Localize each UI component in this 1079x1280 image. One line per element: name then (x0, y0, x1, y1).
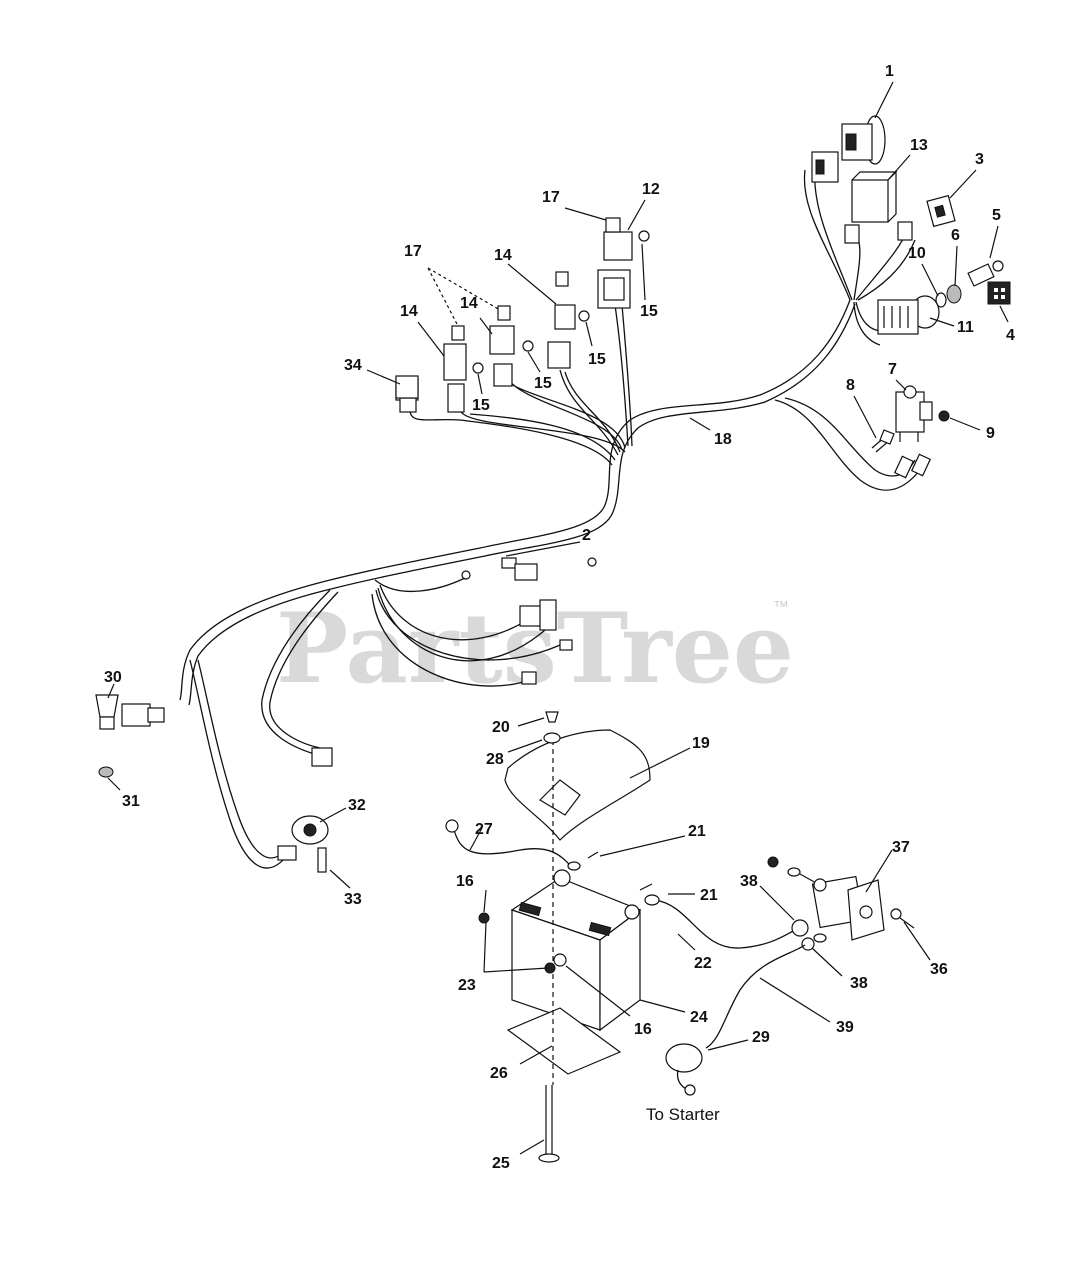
callout-31: 31 (122, 793, 140, 810)
callout-15-upper: 15 (640, 303, 658, 320)
callout-27: 27 (475, 821, 493, 838)
callout-37: 37 (892, 839, 910, 856)
callout-39: 39 (836, 1019, 854, 1036)
callout-36: 36 (930, 961, 948, 978)
callout-8: 8 (846, 377, 855, 394)
fuse-holders (395, 217, 633, 413)
cable-22 (639, 883, 796, 949)
key-switch (877, 295, 940, 335)
hardware-20-28 (478, 711, 567, 974)
leader-lines (107, 81, 1009, 1155)
callout-32: 32 (348, 797, 366, 814)
main-wiring-harness (179, 169, 921, 869)
callout-17-left: 17 (404, 243, 422, 260)
screws-15 (472, 230, 650, 374)
callout-24: 24 (690, 1009, 708, 1026)
callout-1: 1 (885, 63, 894, 80)
terminal-boots (791, 919, 827, 951)
callout-21-lower: 21 (700, 887, 718, 904)
callout-38-upper: 38 (740, 873, 758, 890)
callout-4: 4 (1006, 327, 1015, 344)
callout-26: 26 (490, 1065, 508, 1082)
callout-30: 30 (104, 669, 122, 686)
connectors-2 (461, 557, 597, 685)
callout-9: 9 (986, 425, 995, 442)
callout-38-lower: 38 (850, 975, 868, 992)
callout-5: 5 (992, 207, 1001, 224)
callout-15-center: 15 (534, 375, 552, 392)
callout-13: 13 (910, 137, 928, 154)
callout-16-left: 16 (456, 873, 474, 890)
callout-15-left: 15 (472, 397, 490, 414)
switch-32 (277, 815, 329, 873)
battery-pad (506, 1007, 622, 1075)
starter-solenoid (767, 856, 885, 941)
cable-27 (445, 819, 599, 871)
callout-15-mid: 15 (588, 351, 606, 368)
watermark-trademark: ™ (773, 599, 789, 616)
callout-28: 28 (486, 751, 504, 768)
seat-switch (926, 194, 956, 228)
screw-36 (890, 908, 915, 929)
battery-cover (504, 729, 651, 841)
callout-6: 6 (951, 227, 960, 244)
ignition-switch (811, 115, 886, 183)
callout-23: 23 (458, 977, 476, 994)
callout-14-left: 14 (400, 303, 418, 320)
sensor-30 (95, 694, 165, 778)
callout-21-upper: 21 (688, 823, 706, 840)
battery (510, 869, 642, 1032)
callout-12: 12 (642, 181, 660, 198)
callout-22: 22 (694, 955, 712, 972)
battery-bolt (538, 740, 560, 1163)
callout-3: 3 (975, 151, 984, 168)
key-parts (935, 260, 1011, 308)
callout-14-upper: 14 (494, 247, 512, 264)
callout-20: 20 (492, 719, 510, 736)
callout-16-lower: 16 (634, 1021, 652, 1038)
callout-14-mid: 14 (460, 295, 478, 312)
cable-39 (665, 944, 806, 1096)
interlock-switch (895, 385, 933, 442)
callout-33: 33 (344, 891, 362, 908)
callout-2: 2 (582, 527, 591, 544)
callout-11: 11 (957, 319, 974, 336)
relay (844, 170, 913, 244)
callout-34: 34 (344, 357, 362, 374)
nut-9 (938, 410, 950, 422)
callout-17-upper: 17 (542, 189, 560, 206)
callout-18: 18 (714, 431, 732, 448)
callout-labels: 1 13 3 5 6 10 4 11 7 8 9 18 17 12 14 15 … (104, 63, 1015, 1172)
callout-29: 29 (752, 1029, 770, 1046)
callout-7: 7 (888, 361, 897, 378)
callout-19: 19 (692, 735, 710, 752)
callout-25: 25 (492, 1155, 510, 1172)
to-starter-note: To Starter (646, 1105, 720, 1124)
screw-8 (871, 429, 895, 453)
callout-10: 10 (908, 245, 926, 262)
